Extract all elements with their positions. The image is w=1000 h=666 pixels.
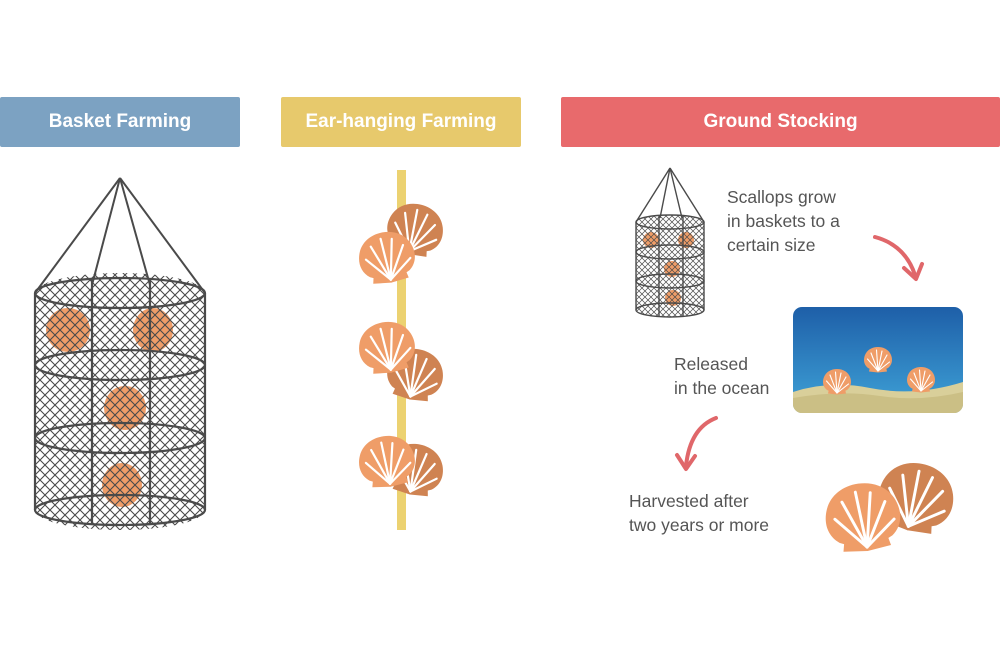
curved-arrow-icon: [675, 416, 718, 471]
header-ear-hanging-farming-label: Ear-hanging Farming: [305, 111, 497, 132]
caption-grow: Scallops grow in baskets to a certain si…: [727, 185, 840, 257]
caption-grow-line: certain size: [727, 235, 816, 255]
harvested-scallops: [819, 453, 963, 558]
header-ground-stocking-label: Ground Stocking: [703, 111, 858, 132]
header-basket-farming-label: Basket Farming: [48, 111, 192, 132]
header-basket-farming: Basket Farming: [0, 97, 240, 147]
ocean-scene-icon: [793, 307, 963, 413]
header-ear-hanging-farming: Ear-hanging Farming: [281, 97, 521, 147]
caption-harvest: Harvested after two years or more: [629, 489, 769, 537]
basket-net-icon: [33, 177, 207, 530]
small-basket-net-icon: [635, 167, 705, 318]
caption-grow-line: Scallops grow: [727, 187, 836, 207]
caption-release-line: Released: [674, 354, 748, 374]
caption-release: Released in the ocean: [674, 352, 769, 400]
ear-hanging-scallops: [353, 196, 450, 502]
caption-release-line: in the ocean: [674, 378, 770, 398]
curved-arrow-icon: [873, 235, 924, 281]
header-ground-stocking: Ground Stocking: [561, 97, 1000, 147]
caption-harvest-line: two years or more: [629, 515, 770, 535]
caption-grow-line: in baskets to a: [727, 211, 840, 231]
caption-harvest-line: Harvested after: [629, 491, 749, 511]
